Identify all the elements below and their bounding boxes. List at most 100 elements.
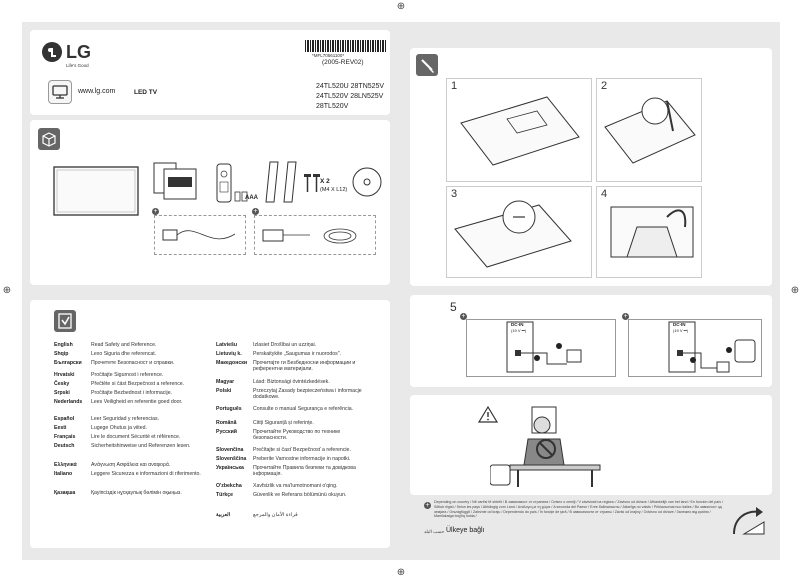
language-name: Français [54,434,76,440]
language-instruction: Pročitajte Bezbednost i informacije. [91,390,173,396]
step-5-panel: 5 + DC-IN (19 V ⎓) + DC-IN (19 V ⎓) [446,299,764,383]
language-name: Русский [216,429,237,435]
registration-mark-left: ⊕ [2,285,12,296]
step-2-panel: 2 [596,78,702,182]
language-name: Українська [216,465,244,471]
registration-mark-top: ⊕ [396,1,406,12]
tv-upright-illustration [610,206,694,258]
lg-logo [42,42,62,62]
language-name: Srpski [54,390,70,396]
language-name: Português [216,406,242,412]
ac-adapter-illustration [162,229,236,241]
language-name: Shqip [54,351,69,357]
plus-icon: + [424,502,431,509]
language-name: Қазақша [54,490,76,496]
assembly-card: 1 2 3 4 [410,48,772,286]
box-icon [38,128,60,150]
tv-illustration [53,166,139,216]
language-instruction: Přečtěte si část Bezpečnost a reference. [91,381,185,387]
language-instruction: Lugege Ohutus ja viited. [91,425,147,431]
tv-back-illustration [460,96,580,166]
dcin-label: DC-IN [673,322,686,327]
language-instruction: Ανάγνωση Ασφάλεια και αναφορά. [91,462,171,468]
language-instruction: Lire le document Sécurité et référence. [91,434,181,440]
stand-illustration [265,161,297,203]
cd-illustration [352,167,382,197]
language-instruction: Pročitajte Sigurnost i reference. [91,372,164,378]
plus-icon: + [460,313,467,320]
language-name: Español [54,416,75,422]
logo-text: LG [66,42,91,62]
language-instruction: Citiți Siguranță și referințe. [253,420,314,426]
battery-illustration [234,191,248,202]
page-turn-arrow-icon [733,507,765,535]
product-name: LED TV [134,89,158,96]
language-instruction: Қауіпсіздік нұсқаулық бөлімін оқыңыз. [91,490,182,496]
header-card: LG Life's Good www.lg.com LED TV *MFL705… [30,30,390,115]
check-document-icon [54,310,76,332]
tagline: Life's Good [66,63,89,68]
warning-icon [478,405,498,423]
model-line: 24TL520V 28LN525V [316,93,384,100]
step-number: 1 [451,80,458,92]
language-instruction: Güvenlik ve Referans bölümünü okuyun. [253,492,347,498]
language-name: Nederlands [54,399,83,405]
language-instruction: Read Safety and Reference. [91,342,157,348]
box-contents-card: AAA X 2 (M4 X L12) + + [30,120,390,285]
language-name: Hrvatski [54,372,75,378]
connection-card: 5 + DC-IN (19 V ⎓) + DC-IN (19 V ⎓) [410,295,772,387]
model-list: 24TL520U 28TN525V 24TL520V 28LN525V 28TL… [316,82,384,112]
remote-illustration [216,163,232,203]
language-instruction: Leer Seguridad y referencias. [91,416,160,422]
assembly-tool-icon [416,54,438,76]
step-number: 5 [450,300,457,314]
language-name: Ελληνικά [54,462,77,468]
barcode [305,40,387,52]
screw-qty: X 2 [320,178,330,185]
child-climbing-warning-illustration [490,406,601,487]
adapter-connection-illustration [506,321,582,373]
language-name: Latviešu [216,342,238,348]
language-name: Slovenščina [216,456,247,462]
language-instruction: Прочитајте ги Безбедносни информации и р… [253,360,356,372]
footnote-arabic: حسب البلد [424,529,445,534]
step-number: 4 [601,188,608,200]
plus-icon: + [252,208,259,215]
step-3-panel: 3 [446,186,592,278]
language-instruction: Prečítajte si časť Bezpečnosť a referenc… [253,447,351,453]
warning-card [410,395,772,495]
language-name: Slovenčina [216,447,244,453]
language-name: O'zbekcha [216,483,242,489]
footnote-end: Ülkeye bağlı [446,527,485,534]
language-instruction: Прочитайте Руководство по технике безопа… [253,429,341,441]
language-name: Deutsch [54,443,75,449]
language-instruction: Izlasiet Drošībai un uzziņai. [253,342,317,348]
dc-connection-box-1: DC-IN (19 V ⎓) [466,319,616,377]
language-name: Italiano [54,471,73,477]
dcin-label: DC-IN [511,322,524,327]
language-instruction: Perskaitykite „Saugumas ir nuorodos". [253,351,342,357]
step-number: 2 [601,80,608,92]
manual-illustration [153,162,197,200]
language-name: Eesti [54,425,67,431]
language-name: Polski [216,388,232,394]
adapter-box-2 [254,215,376,255]
language-instruction: قراءة الأمان والمرجع [253,512,298,518]
language-instruction: Lásd: Biztonsági óvintézkedések. [253,379,330,385]
model-line: 28TL520V [316,103,349,110]
language-name: العربية [216,512,231,518]
language-instruction: Lexo Siguria dhe referencat. [91,351,157,357]
power-plug-illustration [668,321,756,373]
country-footnote: Depending on country / Në varësi të shte… [434,500,724,519]
language-name: Български [54,360,82,366]
web-icon [48,80,72,104]
dcin-voltage: (19 V ⎓) [511,328,527,333]
plus-icon: + [622,313,629,320]
language-name: Македонски [216,360,248,366]
website-link[interactable]: www.lg.com [78,88,116,95]
language-name: Česky [54,381,70,387]
screw-fix-illustration [454,200,572,268]
